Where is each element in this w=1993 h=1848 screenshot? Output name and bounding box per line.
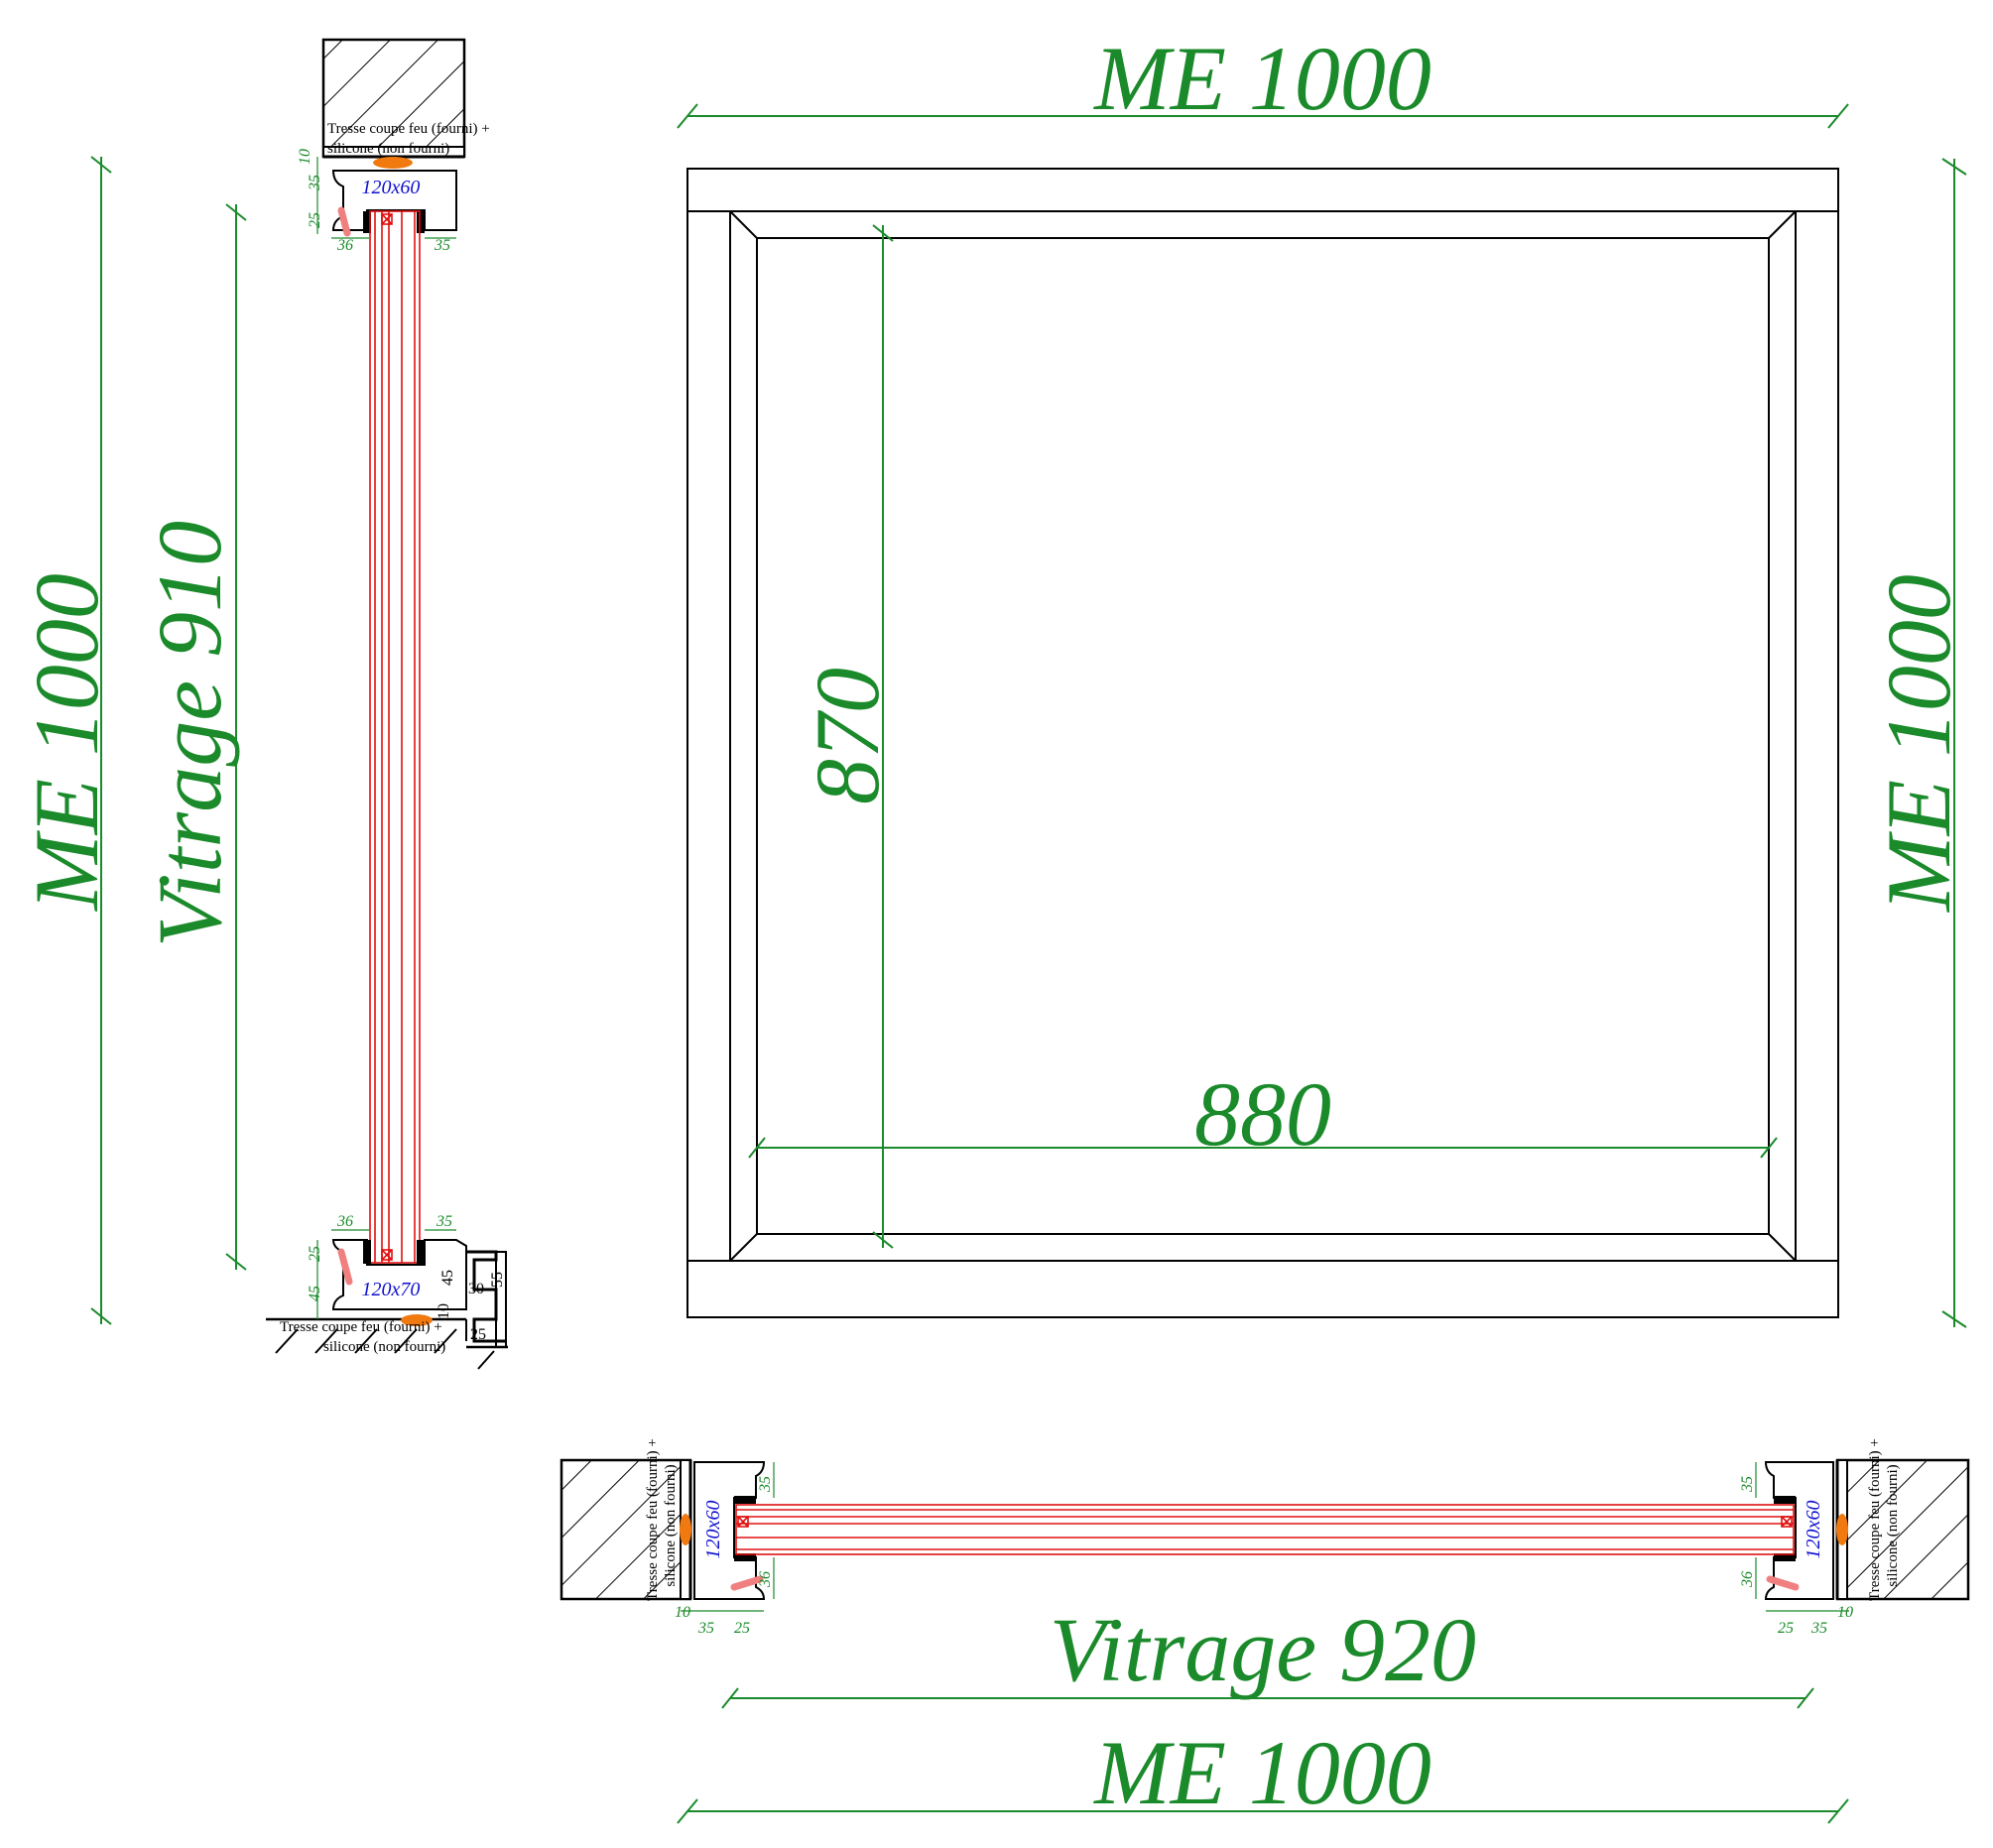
profile-top-label: 120x60 (362, 177, 421, 198)
svg-text:10: 10 (1837, 1604, 1853, 1621)
dimension-vitrage-horizontal (721, 1687, 1814, 1709)
svg-text:25: 25 (307, 212, 323, 228)
note-top-line1: Tresse coupe feu (fourni) + (327, 121, 490, 137)
wall-right (1835, 1458, 1970, 1601)
dimension-me-left (90, 156, 112, 1325)
dimension-me-right-label: ME 1000 (1868, 574, 1969, 914)
dimension-me-bottom-label: ME 1000 (1092, 1722, 1432, 1823)
vertical-section: 120x60 120x70 Tresse coupe feu (fourni) … (266, 38, 508, 1370)
sash-outer (729, 210, 1797, 1262)
svg-text:35: 35 (434, 237, 450, 254)
svg-text:35: 35 (436, 1213, 452, 1230)
wall-lintel (321, 38, 466, 159)
svg-text:25: 25 (307, 1246, 323, 1262)
fire-seal-bottom (401, 1314, 433, 1326)
dimension-inner-width-label: 880 (1194, 1063, 1331, 1165)
svg-text:35: 35 (307, 175, 323, 191)
glass-unit-horizontal (735, 1504, 1795, 1555)
fire-seal-top (373, 157, 413, 169)
svg-text:10: 10 (436, 1303, 452, 1319)
horizontal-section: 120x60 120x60 Tresse coupe feu (fourni) … (560, 1438, 1970, 1637)
note-right-line2: silicone (non fourni) (1885, 1464, 1901, 1586)
fire-seal-right (1836, 1514, 1848, 1545)
svg-text:25: 25 (1778, 1620, 1794, 1637)
note-right-line1: Tresse coupe feu (fourni) + (1867, 1438, 1883, 1601)
svg-text:45: 45 (307, 1286, 323, 1301)
dimension-me-right (1941, 158, 1967, 1328)
glass-opening (756, 237, 1770, 1235)
profile-left-label: 120x60 (702, 1501, 724, 1559)
svg-text:35: 35 (1739, 1476, 1756, 1493)
svg-text:36: 36 (336, 1213, 353, 1230)
svg-text:36: 36 (757, 1571, 774, 1588)
dimension-me-left-label: ME 1000 (16, 573, 117, 913)
dimension-inner-height-label: 870 (797, 668, 898, 804)
note-left-line1: Tresse coupe feu (fourni) + (645, 1438, 661, 1601)
svg-text:25: 25 (470, 1326, 486, 1343)
dimension-vitrage-horizontal-label: Vitrage 920 (1050, 1599, 1476, 1700)
dimension-me-top-label: ME 1000 (1092, 28, 1432, 129)
dimension-vitrage-vertical (225, 203, 247, 1271)
note-bottom-line1: Tresse coupe feu (fourni) + (280, 1319, 442, 1335)
note-left-line2: silicone (non fourni) (663, 1464, 679, 1586)
dimension-me-top (677, 103, 1849, 129)
dimension-inner-height (872, 224, 894, 1249)
svg-text:30: 30 (468, 1281, 484, 1297)
fire-seal-left (680, 1514, 691, 1545)
svg-text:36: 36 (1739, 1571, 1756, 1588)
front-elevation (686, 168, 1839, 1318)
svg-text:25: 25 (734, 1620, 750, 1637)
note-bottom-line2: silicone (non fourni) (323, 1339, 445, 1355)
dimension-vitrage-vertical-label: Vitrage 910 (139, 521, 240, 947)
profile-right-label: 120x60 (1803, 1501, 1824, 1559)
svg-text:35: 35 (1810, 1620, 1827, 1637)
svg-text:36: 36 (336, 237, 353, 254)
svg-text:35: 35 (757, 1476, 774, 1493)
glass-unit-vertical (369, 210, 421, 1264)
svg-text:45: 45 (439, 1270, 456, 1286)
dimension-me-bottom (677, 1798, 1849, 1824)
profile-bottom-label: 120x70 (362, 1279, 421, 1300)
svg-text:35: 35 (697, 1620, 714, 1637)
svg-text:10: 10 (675, 1604, 690, 1621)
note-top-line2: silicone (non fourni) (327, 141, 449, 157)
svg-text:10: 10 (297, 149, 313, 165)
wall-left (560, 1458, 692, 1601)
svg-text:55: 55 (489, 1272, 506, 1288)
dimension-inner-width (748, 1137, 1778, 1159)
